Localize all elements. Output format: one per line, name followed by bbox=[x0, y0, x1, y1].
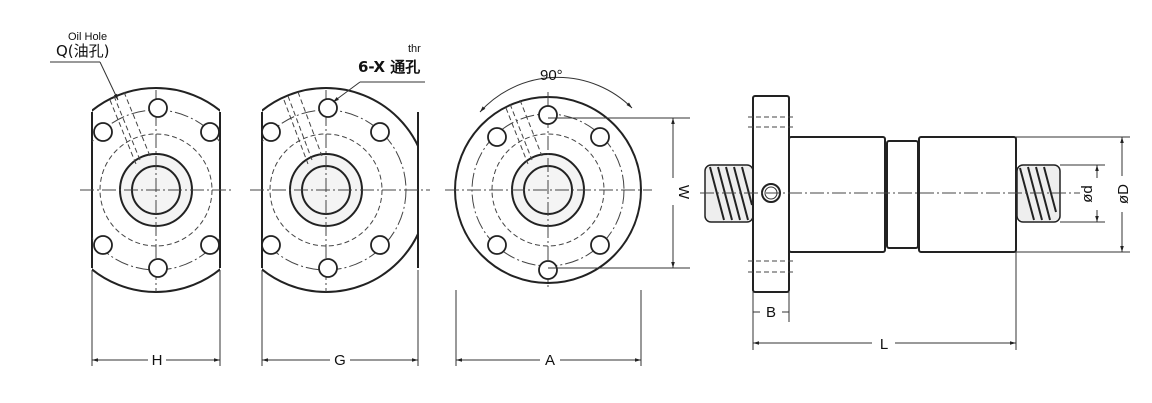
dimension-d: ød bbox=[1079, 185, 1096, 203]
bolt-holes bbox=[261, 98, 390, 278]
bolt-holes bbox=[93, 98, 220, 278]
thru-hole-cn-label: 6-X 通孔 bbox=[358, 58, 420, 76]
dimension-l: L bbox=[880, 336, 888, 353]
oil-hole-label: Oil Hole bbox=[68, 31, 107, 43]
dimension-b: B bbox=[766, 304, 776, 321]
side-view-nut: ød øD B L bbox=[700, 95, 1132, 353]
dimension-big-d: øD bbox=[1115, 184, 1132, 204]
nut-body-1 bbox=[788, 136, 886, 253]
nut-neck bbox=[886, 140, 919, 249]
dimension-h: H bbox=[152, 352, 163, 369]
oil-hole-leader bbox=[99, 61, 119, 101]
oil-hole-passage bbox=[109, 91, 151, 165]
angle-arc bbox=[479, 76, 633, 113]
dimension-a: A bbox=[545, 352, 555, 369]
flange bbox=[752, 95, 790, 293]
oil-hole-cn-label: Q(油孔) bbox=[56, 42, 110, 60]
thru-hole-leader bbox=[332, 81, 361, 103]
nut-body-2 bbox=[918, 136, 1017, 253]
dimension-g: G bbox=[334, 352, 346, 369]
front-view-double-cut-flange: H bbox=[50, 61, 232, 369]
front-view-single-cut-flange: G bbox=[250, 81, 430, 369]
dimension-w: W bbox=[675, 185, 692, 200]
thru-label: thr bbox=[408, 43, 421, 55]
front-view-round-flange: 90° W A bbox=[445, 67, 692, 369]
angle-label: 90° bbox=[540, 67, 563, 84]
